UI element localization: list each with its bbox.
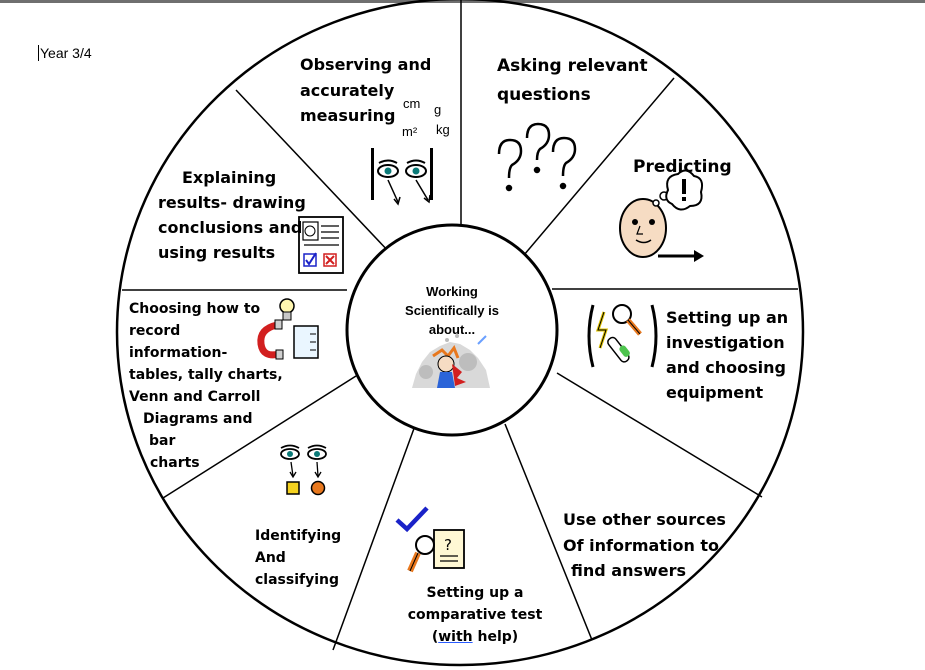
unit-m2: m² (402, 124, 418, 139)
segment-observing: Observing and accurately measuring (300, 55, 432, 125)
magnifier-test-tube-icon (587, 304, 658, 368)
with-word: with (438, 629, 473, 645)
divider-line (162, 375, 357, 499)
unit-cm: cm (403, 96, 421, 111)
scientist-icon (412, 334, 490, 388)
center-circle (345, 223, 559, 437)
segment-explaining: Explaining results- drawing conclusions … (158, 168, 306, 262)
text-cursor (38, 45, 39, 61)
page-header: Year 3/4 (38, 45, 92, 61)
divider-line (523, 77, 675, 256)
eyes-ruler-icon (371, 148, 433, 206)
segment-identifying: Identifying And classifying (255, 528, 342, 588)
unit-g: g (434, 102, 442, 117)
top-border (0, 0, 925, 3)
eyes-shapes-icon (280, 444, 327, 496)
outer-circle (115, 0, 805, 667)
checkmark-magnifier-icon: ? (395, 506, 465, 573)
divider-line (332, 422, 417, 651)
segment-predicting: Predicting (633, 157, 732, 177)
unit-kg: kg (436, 122, 450, 137)
svg-text:?: ? (444, 536, 452, 554)
divider-line (235, 89, 392, 255)
segment-setting-up: Setting up an investigation and choosing… (666, 308, 789, 402)
results-document-icon (298, 216, 344, 274)
question-marks-icon (497, 122, 577, 192)
thinking-face-icon (619, 169, 704, 262)
segment-other-sources: Use other sources Of information to find… (563, 510, 726, 580)
magnet-beaker-icon (257, 298, 319, 360)
center-label: Working Scientifically is about... (405, 284, 499, 337)
segment-asking: Asking relevant questions (497, 56, 648, 105)
divider-line (556, 372, 763, 498)
divider-line (504, 423, 593, 641)
segment-comparative: Setting up a comparative test (with help… (407, 585, 543, 645)
year-label: Year 3/4 (40, 45, 92, 61)
segment-recording: Choosing how to record information- tabl… (129, 301, 283, 471)
